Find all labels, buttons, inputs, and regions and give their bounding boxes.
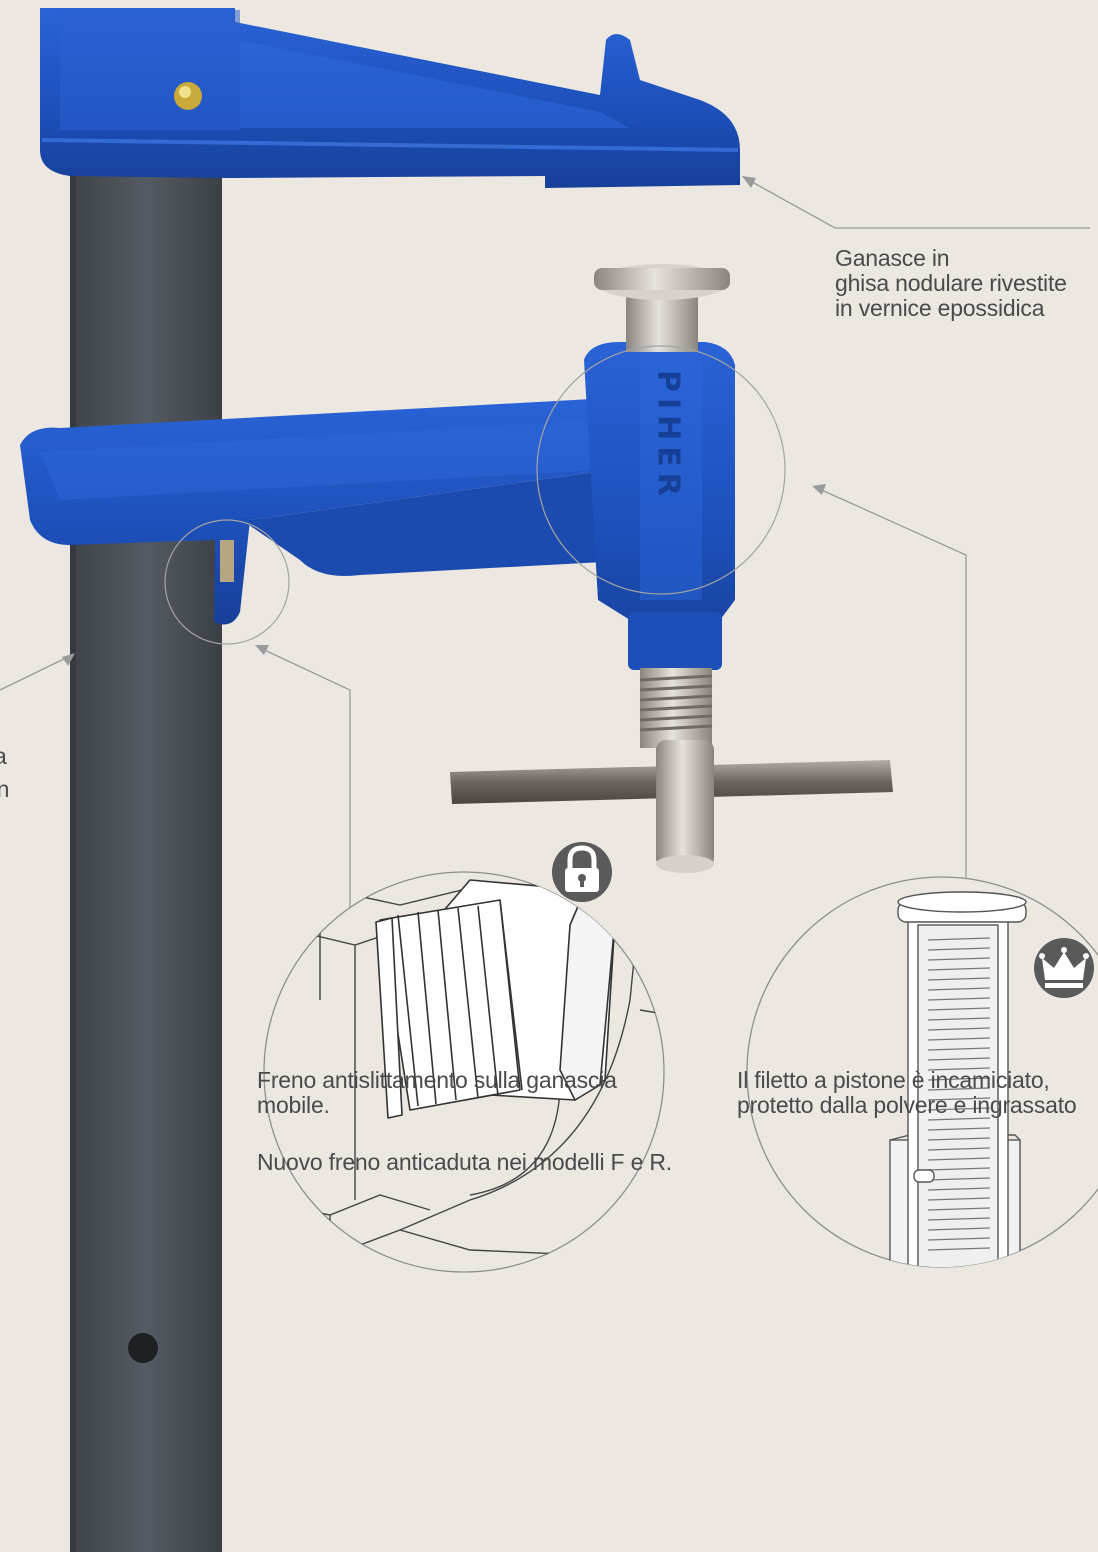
- piston-highlight-circle: [536, 345, 786, 595]
- caption-line: Il filetto a pistone è incamiciato,: [737, 1067, 1050, 1093]
- crown-icon: [1034, 938, 1094, 998]
- movable-jaw: PIHER: [20, 342, 735, 670]
- brand-engraving: PIHER: [651, 370, 686, 502]
- leader-arrowheads: [62, 176, 826, 666]
- caption-line: protetto dalla polvere e ingrassato: [737, 1092, 1077, 1118]
- anti-slip-brake-caption: Freno antislittamento sulla ganascia mob…: [257, 1068, 617, 1118]
- anti-slip-detail: [263, 842, 665, 1273]
- lock-icon: [552, 842, 612, 902]
- caption-line: in vernice epossidica: [835, 295, 1045, 321]
- bar-caption-partial: a on: [0, 740, 9, 806]
- caption-line: Freno antislittamento sulla ganascia: [257, 1067, 617, 1093]
- caption-line: ghisa nodulare rivestite: [835, 270, 1067, 296]
- brake-highlight-circle: [164, 519, 290, 645]
- caption-line: a: [0, 743, 7, 769]
- jaw-material-caption: Ganasce in ghisa nodulare rivestite in v…: [835, 246, 1067, 321]
- screw-handle: [450, 668, 893, 873]
- caption-line: Nuovo freno anticaduta nei modelli F e R…: [257, 1149, 672, 1175]
- piston-cap: [594, 264, 730, 352]
- piston-thread-caption: Il filetto a pistone è incamiciato, prot…: [737, 1068, 1077, 1118]
- leader-lines: [0, 177, 1090, 975]
- bar-hole: [128, 1333, 158, 1363]
- clamp-bar: [70, 150, 222, 1552]
- anti-slip-brake: [220, 540, 234, 582]
- caption-line: on: [0, 776, 10, 802]
- caption-line: mobile.: [257, 1092, 330, 1118]
- fixed-jaw: [40, 8, 740, 188]
- piston-thread-detail: [746, 876, 1098, 1268]
- anti-fall-brake-caption: Nuovo freno anticaduta nei modelli F e R…: [257, 1150, 672, 1175]
- caption-line: Ganasce in: [835, 245, 950, 271]
